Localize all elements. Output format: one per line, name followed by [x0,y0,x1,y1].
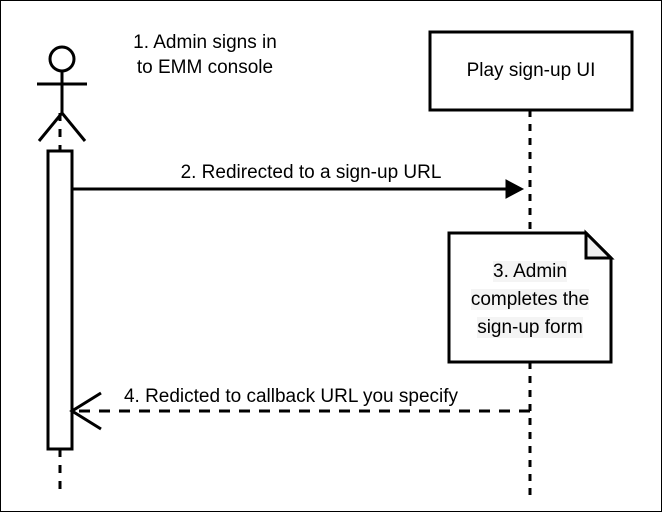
message-4-arrow [69,391,530,431]
actor-caption-line1: 1. Admin signs in [133,32,277,53]
message-2-label: 2. Redirected to a sign-up URL [180,162,442,183]
note-line-3: sign-up form [477,317,583,338]
message-2-arrow [72,179,525,199]
note-label: 3. Admin completes the sign-up form [445,258,615,342]
note-line-1: 3. Admin [493,261,567,282]
participant-label: Play sign-up UI [466,60,596,81]
actor-activation-bar [46,149,74,451]
message-4-label: 4. Redicted to callback URL you specify [123,386,459,407]
stick-figure-icon [37,45,87,142]
note-line-2: completes the [470,289,590,310]
actor-caption: 1. Admin signs in to EMM console [95,30,315,80]
actor-caption-line2: to EMM console [136,57,274,78]
